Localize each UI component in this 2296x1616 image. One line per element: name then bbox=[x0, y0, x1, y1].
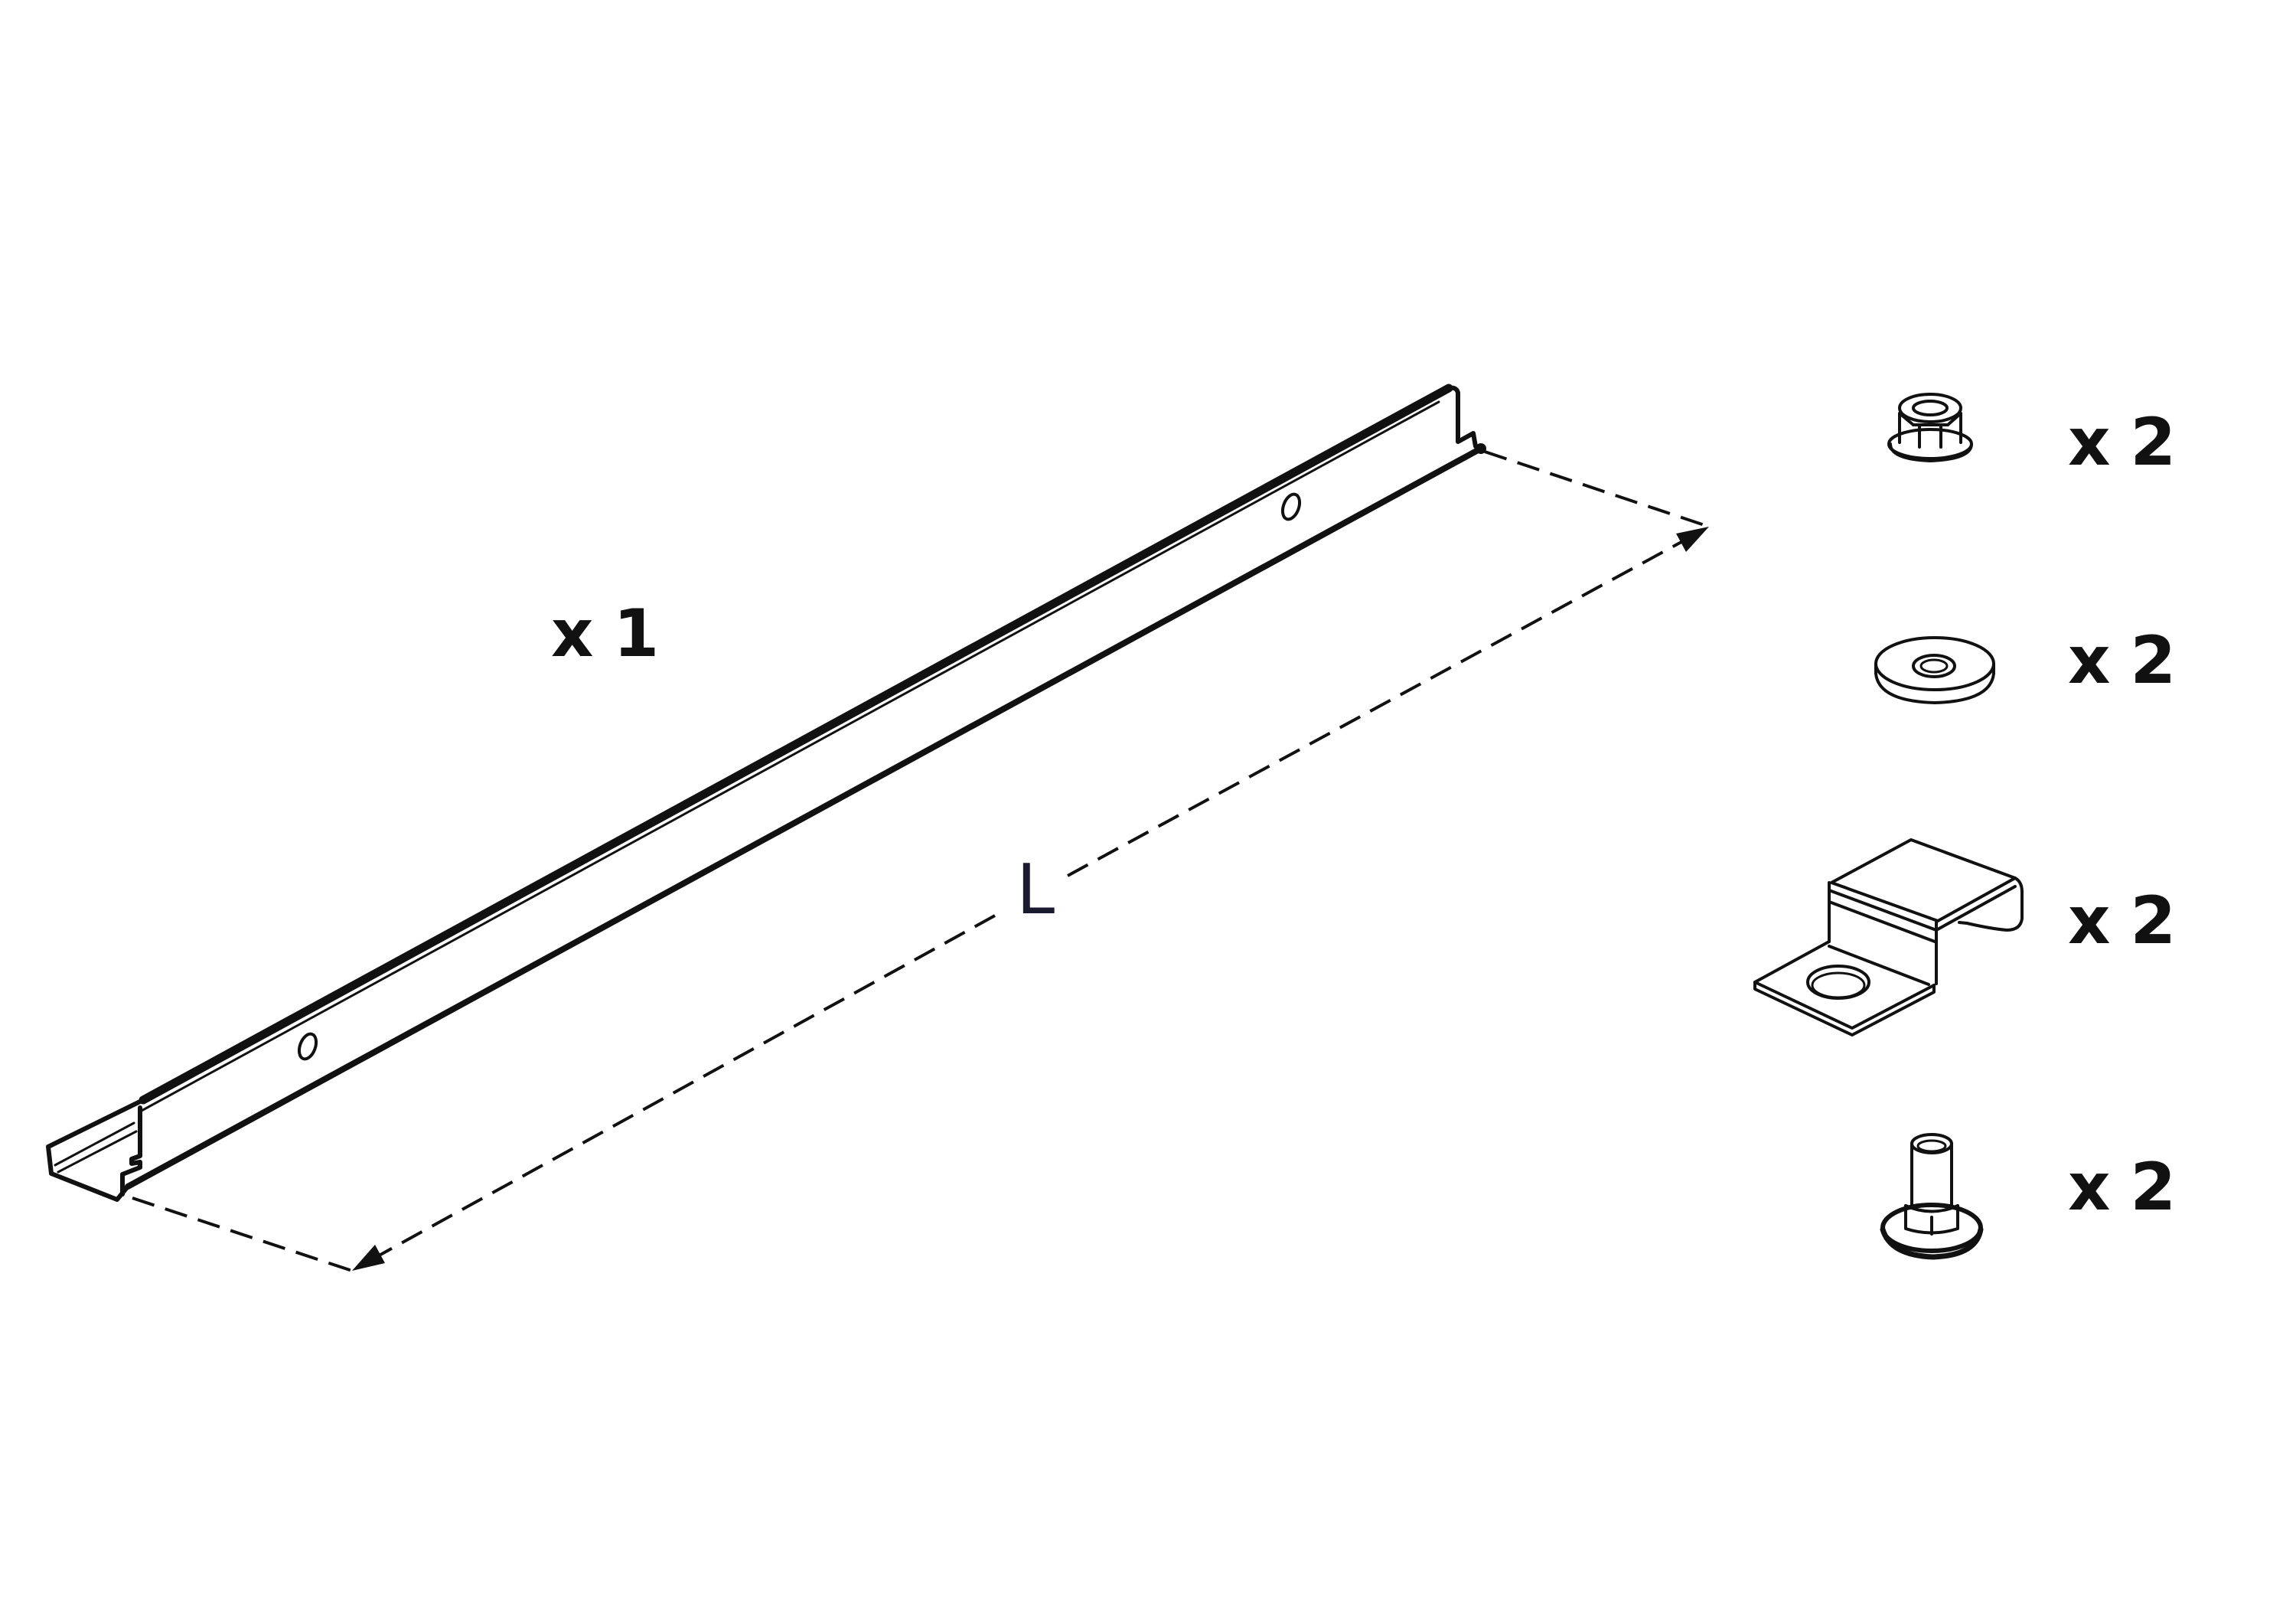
flange-nut-icon bbox=[1887, 393, 1973, 462]
bracket-quantity-label: x 2 bbox=[2068, 883, 2176, 959]
length-dimension bbox=[132, 450, 1710, 1272]
length-dimension-label: L bbox=[1009, 856, 1063, 925]
washer-quantity-label: x 2 bbox=[2068, 622, 2176, 699]
rail-quantity-label: x 1 bbox=[551, 596, 659, 672]
nut-quantity-label: x 2 bbox=[2068, 404, 2176, 481]
bolt-quantity-label: x 2 bbox=[2068, 1149, 2176, 1226]
bracket-icon bbox=[1753, 838, 2024, 1037]
washer-icon bbox=[1874, 636, 1995, 704]
bolt-icon bbox=[1880, 1133, 1984, 1260]
dimension-arrowheads bbox=[352, 527, 1709, 1271]
rail-icon bbox=[46, 384, 1486, 1202]
